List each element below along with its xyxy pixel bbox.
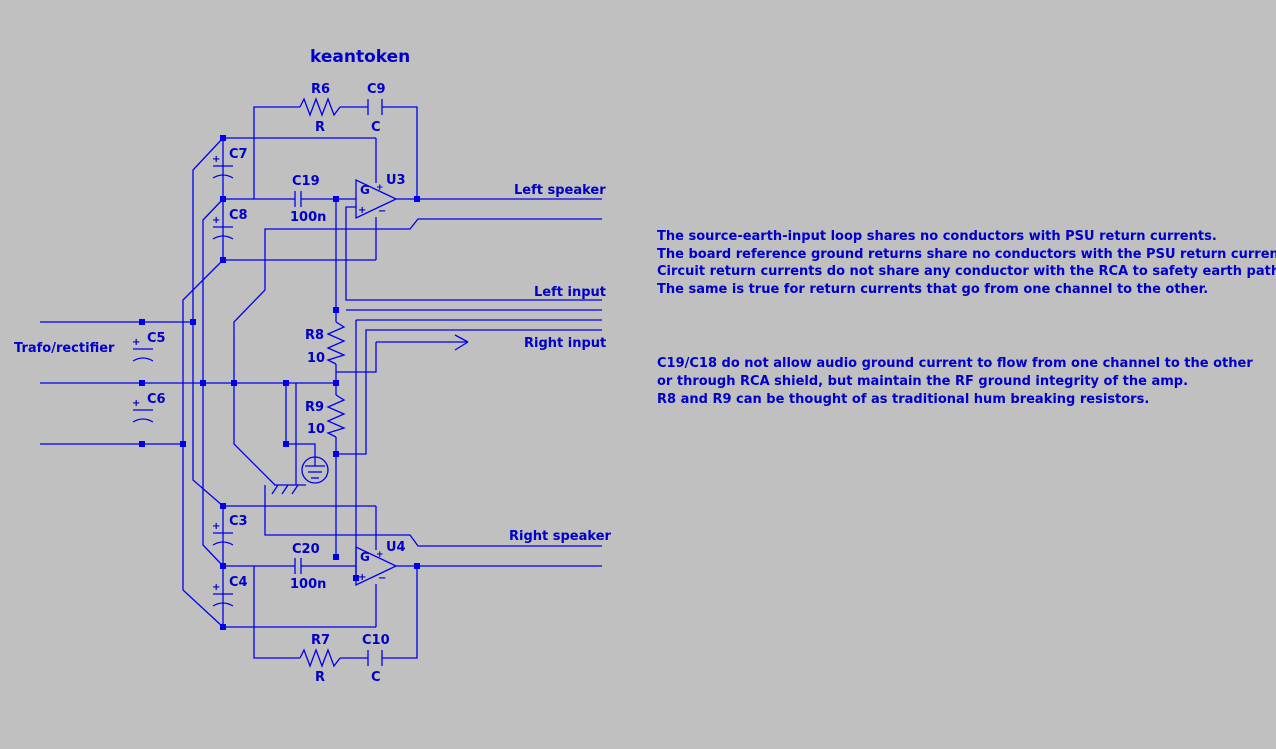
c9-ref: C9 xyxy=(367,82,386,97)
c19-capacitor xyxy=(290,191,305,207)
r9-resistor xyxy=(326,394,346,438)
c9-capacitor xyxy=(367,99,383,115)
r9-ref: R9 xyxy=(305,400,324,415)
svg-text:+: + xyxy=(212,154,220,165)
svg-text:+: + xyxy=(358,572,366,583)
r6-resistor xyxy=(299,97,341,117)
note-line: or through RCA shield, but maintain the … xyxy=(657,374,1188,389)
c7-capacitor: + xyxy=(212,154,234,179)
c7-ref: C7 xyxy=(229,147,248,162)
c10-capacitor xyxy=(367,650,383,666)
c5-ref: C5 xyxy=(147,331,166,346)
c20-value: 100n xyxy=(290,577,326,592)
r6-ref: R6 xyxy=(311,82,330,97)
c4-capacitor: + xyxy=(212,582,234,607)
left-speaker-label: Left speaker xyxy=(514,183,606,198)
wires xyxy=(40,106,602,659)
r8-resistor xyxy=(326,321,346,365)
c10-ref: C10 xyxy=(362,633,390,648)
svg-text:−: − xyxy=(378,206,386,217)
svg-text:+: + xyxy=(132,398,140,409)
svg-text:−: − xyxy=(378,573,386,584)
u3-ref: U3 xyxy=(386,173,406,188)
c20-ref: C20 xyxy=(292,542,320,557)
junction-dots xyxy=(139,135,420,630)
note-line: The same is true for return currents tha… xyxy=(657,282,1208,297)
r9-value: 10 xyxy=(307,422,325,437)
svg-text:+: + xyxy=(132,337,140,348)
r7-ref: R7 xyxy=(311,633,330,648)
svg-text:+: + xyxy=(358,205,366,216)
c4-ref: C4 xyxy=(229,575,248,590)
c8-capacitor: + xyxy=(212,215,234,240)
c19-value: 100n xyxy=(290,210,326,225)
svg-text:+: + xyxy=(212,215,220,226)
c19-ref: C19 xyxy=(292,174,320,189)
c6-ref: C6 xyxy=(147,392,166,407)
c10-value: C xyxy=(371,670,381,685)
note-line: R8 and R9 can be thought of as tradition… xyxy=(657,392,1149,407)
schematic-title: keantoken xyxy=(310,47,410,67)
r7-resistor xyxy=(299,648,341,668)
right-input-label: Right input xyxy=(524,336,606,351)
c20-capacitor xyxy=(290,558,305,574)
c5-capacitor: + xyxy=(132,337,154,362)
r8-value: 10 xyxy=(307,351,325,366)
note-line: Circuit return currents do not share any… xyxy=(657,264,1276,279)
u3-opamp: G + + − xyxy=(355,178,398,220)
svg-text:+: + xyxy=(376,183,384,193)
c3-capacitor: + xyxy=(212,521,234,546)
svg-text:G: G xyxy=(360,183,370,197)
c3-ref: C3 xyxy=(229,514,248,529)
u4-ref: U4 xyxy=(386,540,406,555)
svg-text:+: + xyxy=(212,521,220,532)
note-line: The source-earth-input loop shares no co… xyxy=(657,229,1217,244)
c6-capacitor: + xyxy=(132,398,154,423)
chassis-ground-icon xyxy=(271,444,306,495)
right-speaker-label: Right speaker xyxy=(509,529,612,544)
note-line: The board reference ground returns share… xyxy=(657,247,1276,262)
trafo-label: Trafo/rectifier xyxy=(14,341,115,356)
safety-earth-icon xyxy=(301,456,329,484)
note-line: C19/C18 do not allow audio ground curren… xyxy=(657,356,1253,371)
r8-ref: R8 xyxy=(305,328,324,343)
explanation-notes: The source-earth-input loop shares no co… xyxy=(657,229,1276,407)
svg-text:+: + xyxy=(212,582,220,593)
c8-ref: C8 xyxy=(229,208,248,223)
svg-text:G: G xyxy=(360,550,370,564)
r7-value: R xyxy=(315,670,325,685)
svg-text:+: + xyxy=(376,550,384,560)
r6-value: R xyxy=(315,120,325,135)
u4-opamp: G + + − xyxy=(355,545,398,587)
c9-value: C xyxy=(371,120,381,135)
left-input-label: Left input xyxy=(534,285,606,300)
